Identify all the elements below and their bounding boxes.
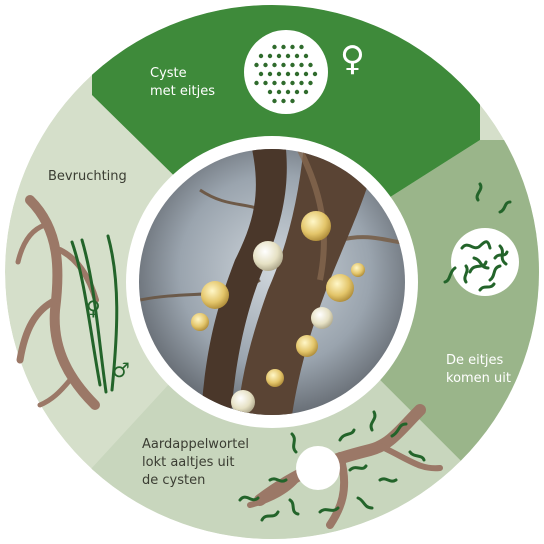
egg-dot bbox=[313, 72, 317, 76]
label-bottom-line1: Aardappelwortel bbox=[142, 437, 249, 452]
egg-dot bbox=[272, 99, 276, 103]
cyst bbox=[296, 335, 318, 357]
egg-dot bbox=[295, 54, 299, 58]
female-symbol-top: ♀ bbox=[340, 39, 365, 79]
egg-dot bbox=[286, 72, 290, 76]
male-symbol-left: ♂ bbox=[112, 358, 130, 382]
egg-dot bbox=[308, 63, 312, 67]
label-top-line1: Cyste bbox=[150, 66, 187, 81]
egg-dot bbox=[272, 63, 276, 67]
egg-dot bbox=[308, 81, 312, 85]
egg-dot bbox=[268, 72, 272, 76]
egg-dot bbox=[281, 63, 285, 67]
cyst bbox=[253, 241, 283, 271]
cyst bbox=[351, 263, 365, 277]
female-symbol-left: ♀ bbox=[86, 296, 101, 320]
egg-dot bbox=[272, 45, 276, 49]
egg-dot bbox=[299, 45, 303, 49]
egg-dot bbox=[295, 90, 299, 94]
label-right-line2: komen uit bbox=[446, 371, 511, 386]
egg-dot bbox=[281, 99, 285, 103]
label-bottom-line3: de cysten bbox=[142, 473, 205, 488]
egg-dot bbox=[259, 72, 263, 76]
egg-dot bbox=[304, 54, 308, 58]
egg-dot bbox=[290, 99, 294, 103]
cyst bbox=[326, 274, 354, 302]
egg-dot bbox=[259, 54, 263, 58]
egg-dot bbox=[281, 81, 285, 85]
egg-dot bbox=[290, 63, 294, 67]
egg-dot bbox=[263, 63, 267, 67]
label-right-line1: De eitjes bbox=[446, 353, 503, 368]
egg-dot bbox=[290, 45, 294, 49]
egg-dot bbox=[272, 81, 276, 85]
egg-dot bbox=[277, 54, 281, 58]
label-left: Bevruchting bbox=[48, 169, 127, 184]
egg-dot bbox=[286, 54, 290, 58]
cyst bbox=[301, 211, 331, 241]
egg-dot bbox=[299, 63, 303, 67]
egg-dot bbox=[281, 45, 285, 49]
egg-dot bbox=[295, 72, 299, 76]
egg-dot bbox=[254, 63, 258, 67]
egg-dot bbox=[263, 81, 267, 85]
egg-dot bbox=[277, 90, 281, 94]
egg-dot bbox=[277, 72, 281, 76]
egg-dot bbox=[304, 72, 308, 76]
egg-dot bbox=[286, 90, 290, 94]
cyst bbox=[191, 313, 209, 331]
cyst bbox=[201, 281, 229, 309]
label-top-line2: met eitjes bbox=[150, 84, 215, 99]
label-bottom-line2: lokt aaltjes uit bbox=[142, 455, 234, 470]
egg-dot bbox=[299, 81, 303, 85]
egg-dot bbox=[254, 81, 258, 85]
egg-dot bbox=[268, 90, 272, 94]
egg-dot bbox=[290, 81, 294, 85]
egg-dot bbox=[268, 54, 272, 58]
cyst bbox=[266, 369, 284, 387]
egg-dot bbox=[304, 90, 308, 94]
cyst bbox=[311, 307, 333, 329]
